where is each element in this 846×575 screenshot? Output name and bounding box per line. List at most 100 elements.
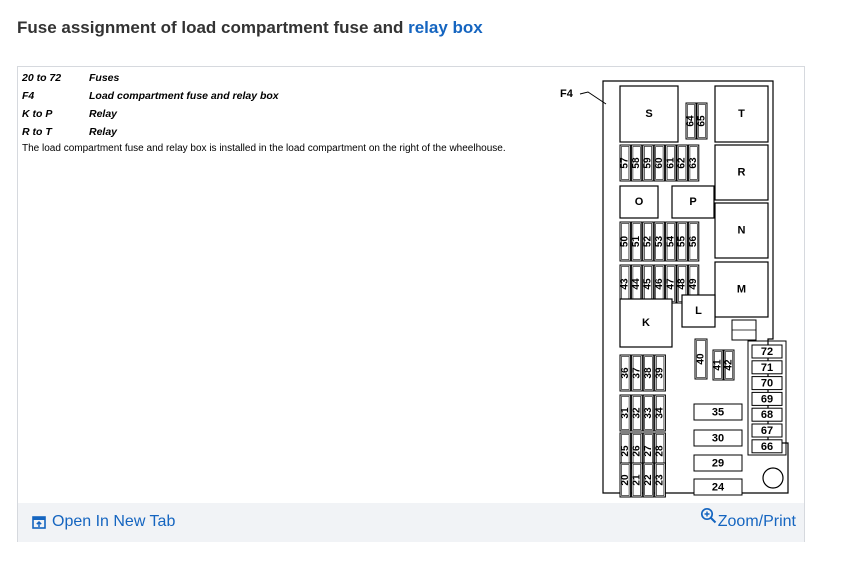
description: The load compartment fuse and relay box …	[22, 143, 506, 154]
relay-l-label: L	[695, 305, 702, 317]
fuse-22	[642, 462, 655, 498]
fuse-label-24: 24	[712, 482, 725, 494]
fuse-20	[619, 462, 632, 498]
fuse-label-58: 58	[631, 157, 642, 169]
relay-t	[714, 85, 769, 143]
fuse-51	[630, 221, 643, 262]
fuse-label-56: 56	[688, 236, 699, 248]
fuse-inner-40	[696, 340, 706, 378]
fuse-52	[642, 221, 654, 262]
fuse-64	[685, 102, 697, 140]
fuse-label-60: 60	[654, 157, 665, 169]
fuse-label-21: 21	[631, 474, 642, 486]
fuse-inner-57	[621, 146, 630, 180]
fuse-label-25: 25	[620, 445, 631, 457]
legend-key: 20 to 72	[22, 72, 62, 84]
fuse-label-20: 20	[620, 474, 631, 486]
fuse-inner-31	[621, 396, 630, 430]
title-link[interactable]: relay box	[408, 18, 483, 37]
fuse-label-41: 41	[713, 359, 724, 371]
fuse-label-55: 55	[677, 236, 688, 248]
fuse-label-64: 64	[686, 115, 697, 127]
fuse-inner-33	[644, 396, 653, 430]
fuse-70	[751, 376, 783, 391]
fuse-53	[653, 221, 666, 262]
fuse-label-45: 45	[643, 278, 654, 290]
fuse-inner-63	[689, 146, 698, 180]
open-new-tab-icon	[32, 515, 46, 529]
fuse-inner-59	[644, 146, 653, 180]
fuse-37	[631, 354, 643, 392]
legend-row: 20 to 72 Fuses	[22, 69, 279, 87]
fuse-label-70: 70	[761, 378, 773, 390]
mounting-hole	[762, 467, 784, 489]
fuse-39	[654, 354, 666, 392]
relay-l	[681, 294, 716, 328]
fuse-32	[631, 394, 643, 432]
fuse-label-59: 59	[643, 157, 654, 169]
zoom-print-button[interactable]: Zoom/Print	[700, 507, 796, 531]
fuse-21	[631, 462, 643, 498]
fuse-label-49: 49	[688, 278, 699, 290]
relay-t-label: T	[738, 108, 745, 120]
fuse-inner-60	[655, 146, 664, 180]
fuse-71	[751, 360, 783, 375]
fuse-label-48: 48	[677, 278, 688, 290]
fuse-36	[619, 354, 632, 392]
fuse-inner-61	[666, 146, 675, 180]
fuse-label-57: 57	[620, 157, 631, 169]
fuse-label-31: 31	[620, 407, 631, 419]
zoom-print-label: Zoom/Print	[717, 513, 796, 530]
fuse-33	[642, 394, 655, 432]
fuse-inner-62	[678, 146, 687, 180]
callout-f4: F4	[560, 88, 574, 100]
fuse-72	[751, 344, 783, 359]
fuse-34	[654, 394, 666, 432]
fuse-label-63: 63	[688, 157, 699, 169]
relay-n	[714, 202, 769, 259]
fuse-65	[696, 102, 708, 140]
relay-k-label: K	[642, 317, 650, 329]
fuse-label-50: 50	[620, 236, 631, 248]
fuse-62	[676, 144, 688, 182]
relay-o-label: O	[635, 196, 644, 208]
fuse-label-22: 22	[643, 474, 654, 486]
relay-p-label: P	[689, 196, 696, 208]
legend-value: Fuses	[89, 72, 120, 84]
relay-s	[619, 85, 679, 143]
fuse-label-37: 37	[631, 367, 642, 379]
fuse-inner-37	[632, 356, 641, 390]
fuse-label-52: 52	[643, 236, 654, 248]
relay-o	[619, 185, 659, 219]
relay-m-label: M	[737, 284, 746, 296]
fuse-29	[693, 454, 743, 472]
fuse-label-62: 62	[677, 157, 688, 169]
fuse-35	[693, 403, 743, 421]
fuse-inner-42	[725, 351, 733, 379]
fuse-40	[694, 338, 708, 380]
fuse-label-43: 43	[620, 278, 631, 290]
fuse-inner-58	[632, 146, 641, 180]
open-new-tab-button[interactable]: Open In New Tab	[32, 513, 175, 531]
fuse-inner-22	[644, 464, 653, 496]
fuse-inner-65	[698, 104, 706, 138]
fuse-63	[687, 144, 700, 182]
page-title: Fuse assignment of load compartment fuse…	[17, 18, 483, 38]
fuse-label-40: 40	[696, 353, 707, 365]
figure-footer: Open In New Tab Zoom/Print	[18, 503, 804, 542]
legend-key: K to P	[22, 108, 53, 120]
fuse-42	[723, 349, 735, 381]
fuse-inner-23	[656, 464, 665, 496]
zoom-icon	[700, 507, 716, 523]
fuse-60	[653, 144, 666, 182]
fuse-inner-50	[621, 223, 630, 260]
fuse-inner-41	[714, 351, 722, 379]
fuse-label-42: 42	[724, 359, 735, 371]
legend-value: Relay	[89, 126, 118, 138]
relay-n-label: N	[738, 225, 746, 237]
relay-s-label: S	[645, 108, 652, 120]
fuse-label-23: 23	[655, 474, 666, 486]
